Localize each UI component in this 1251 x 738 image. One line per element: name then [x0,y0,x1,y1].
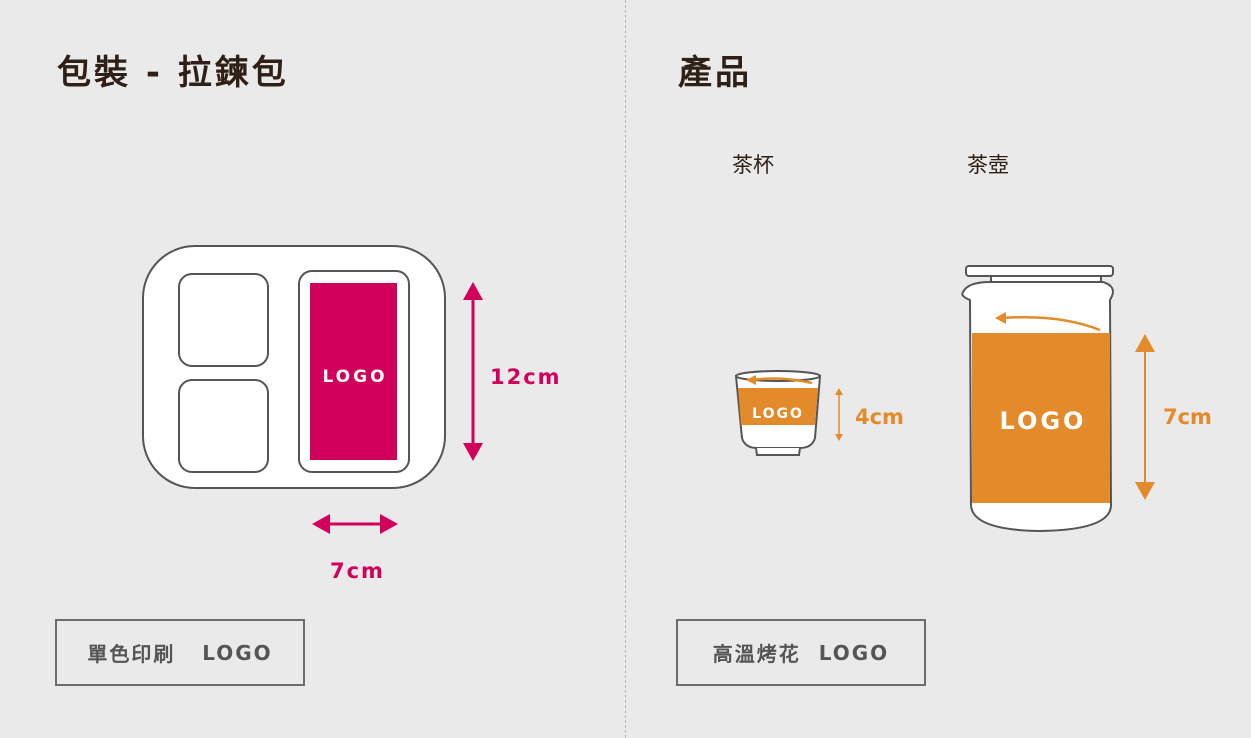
pot-dimension-arrow [1135,334,1155,500]
height-dimension-arrow [463,282,483,461]
products-title: 產品 [678,53,752,93]
pouch-logo-area [310,283,397,460]
width-label: 7cm [330,559,385,583]
print-method-box: 單色印刷 LOGO [55,619,305,686]
cup-label: 茶杯 [732,153,774,177]
firing-method-box: 高溫烤花 LOGO [676,619,926,686]
cup-size-label: 4cm [855,405,904,429]
pouch-logo-text: LOGO [322,367,387,387]
print-method-name: 單色印刷 [87,642,176,666]
zipper-pouch-illustration: LOGO [142,245,483,534]
pot-label: 茶壺 [967,153,1009,177]
firing-method-name: 高溫烤花 [712,642,801,666]
width-dimension-arrow [312,514,398,534]
pot-print-band [972,333,1110,503]
packaging-title: 包裝 - 拉鍊包 [57,53,289,93]
pouch-compartment-bottom [178,379,269,473]
height-label: 12cm [490,365,562,389]
tea-cup: LOGO [734,370,843,456]
pot-logo-text: LOGO [1000,407,1087,435]
section-divider [625,0,626,738]
cup-dimension-arrow [835,388,843,441]
firing-method-logo: LOGO [818,640,890,665]
products-illustration: LOGO LOGO [734,265,1155,533]
tea-pot: LOGO [961,265,1155,533]
pot-size-label: 7cm [1163,405,1212,429]
print-method-logo: LOGO [202,640,273,665]
cup-logo-text: LOGO [752,406,804,422]
cup-print-band [738,388,818,425]
pouch-compartment-top [178,273,269,367]
